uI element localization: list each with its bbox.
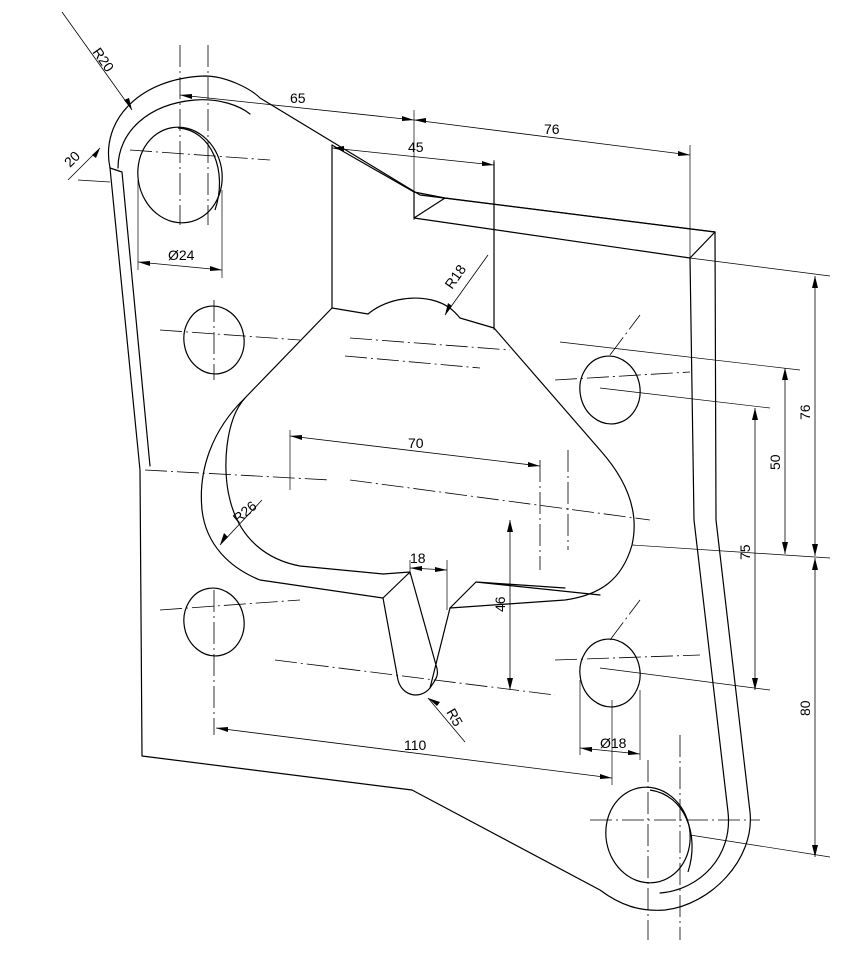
cutout-left-inner bbox=[225, 397, 384, 575]
v-slot bbox=[382, 571, 451, 696]
dim-65: 65 bbox=[290, 90, 306, 106]
upper-rib-top bbox=[331, 144, 716, 233]
dim-80: 80 bbox=[797, 700, 813, 716]
dim-20: 20 bbox=[61, 148, 83, 170]
dim-75: 75 bbox=[737, 544, 753, 560]
center-lines bbox=[129, 45, 760, 940]
dim-46: 46 bbox=[492, 596, 508, 612]
boss-r18-arc bbox=[331, 297, 495, 329]
dim-dia18: Ø18 bbox=[600, 735, 627, 751]
dim-18: 18 bbox=[410, 550, 426, 566]
hole-left-lower bbox=[183, 587, 245, 657]
object-lines bbox=[108, 75, 751, 911]
dim-76-top: 76 bbox=[544, 121, 560, 137]
hole-top-left-inner-arc bbox=[177, 127, 220, 211]
dim-r26: R26 bbox=[230, 497, 260, 526]
dim-dia24: Ø24 bbox=[168, 247, 195, 263]
dim-70: 70 bbox=[408, 435, 424, 451]
plate-outline bbox=[108, 75, 751, 911]
hole-top-left-dia24 bbox=[137, 126, 223, 224]
holes bbox=[137, 126, 693, 884]
cutout-left-curve bbox=[200, 307, 384, 599]
cutout-right-curve bbox=[449, 327, 635, 609]
arrowheads bbox=[92, 94, 818, 857]
plate-ear-right-inner bbox=[659, 257, 730, 894]
dim-50: 50 bbox=[767, 454, 783, 470]
hole-left-upper bbox=[183, 305, 245, 375]
hole-bottom-right-inner-arc bbox=[649, 789, 693, 873]
dimension-lines bbox=[61, 11, 831, 858]
dim-45: 45 bbox=[408, 139, 424, 155]
plate-ear-inner bbox=[117, 99, 251, 169]
cutout-right-inner bbox=[449, 581, 601, 609]
dimension-texts: R20 20 65 45 76 Ø24 R18 70 R26 18 46 R5 … bbox=[61, 45, 813, 753]
dim-r20: R20 bbox=[90, 45, 118, 75]
upper-rib-front bbox=[331, 144, 716, 329]
dim-110: 110 bbox=[404, 737, 427, 753]
dim-r5: R5 bbox=[443, 706, 466, 730]
dim-76-right: 76 bbox=[797, 404, 813, 420]
hole-right-upper bbox=[579, 355, 641, 425]
hole-right-lower-dia18 bbox=[579, 638, 641, 708]
plate-thickness-edge bbox=[109, 167, 151, 467]
